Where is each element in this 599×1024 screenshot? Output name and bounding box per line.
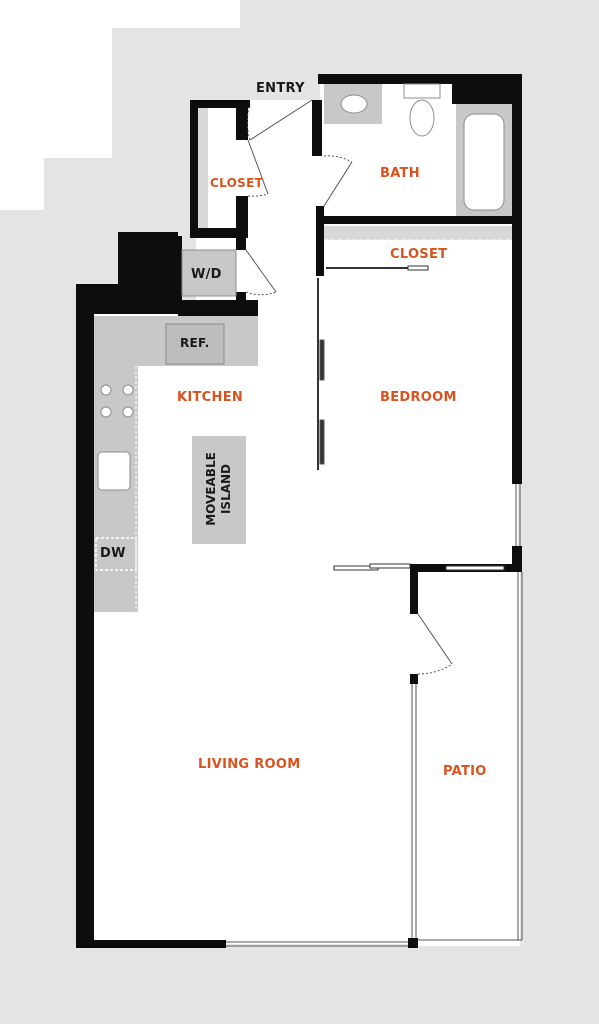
- moveable-island: [192, 436, 246, 544]
- island-label-line2: ISLAND: [219, 463, 233, 515]
- refrigerator-label: REF.: [180, 336, 210, 350]
- bathroom-sink-icon: [340, 94, 368, 114]
- closet-entry-label: CLOSET: [210, 176, 264, 190]
- island-label: MOVEABLE ISLAND: [204, 452, 234, 526]
- patio-label: PATIO: [443, 764, 487, 779]
- washer-dryer-label: W/D: [191, 267, 222, 282]
- bathtub-basin-icon: [463, 113, 505, 211]
- closet-bedroom-shelf: [324, 226, 512, 240]
- bath-label: BATH: [380, 166, 420, 181]
- kitchen-sink-icon: [97, 451, 131, 491]
- dishwasher-label: DW: [100, 546, 126, 561]
- cooktop-icon: [100, 384, 134, 418]
- bedroom-label: BEDROOM: [380, 390, 457, 405]
- background-step-shade: [0, 0, 240, 210]
- closet-bedroom-label: CLOSET: [390, 247, 448, 262]
- toilet-bowl-icon: [409, 99, 435, 137]
- fixtures: [94, 83, 512, 612]
- toilet-tank-icon: [403, 83, 441, 99]
- entry-label: ENTRY: [256, 81, 305, 96]
- kitchen-label: KITCHEN: [177, 390, 244, 405]
- doors: [226, 99, 523, 947]
- living-room-label: LIVING ROOM: [198, 757, 301, 772]
- island-label-line1: MOVEABLE: [204, 452, 218, 526]
- closet-entry-shelf: [198, 108, 208, 228]
- washer-dryer-box: [181, 249, 237, 297]
